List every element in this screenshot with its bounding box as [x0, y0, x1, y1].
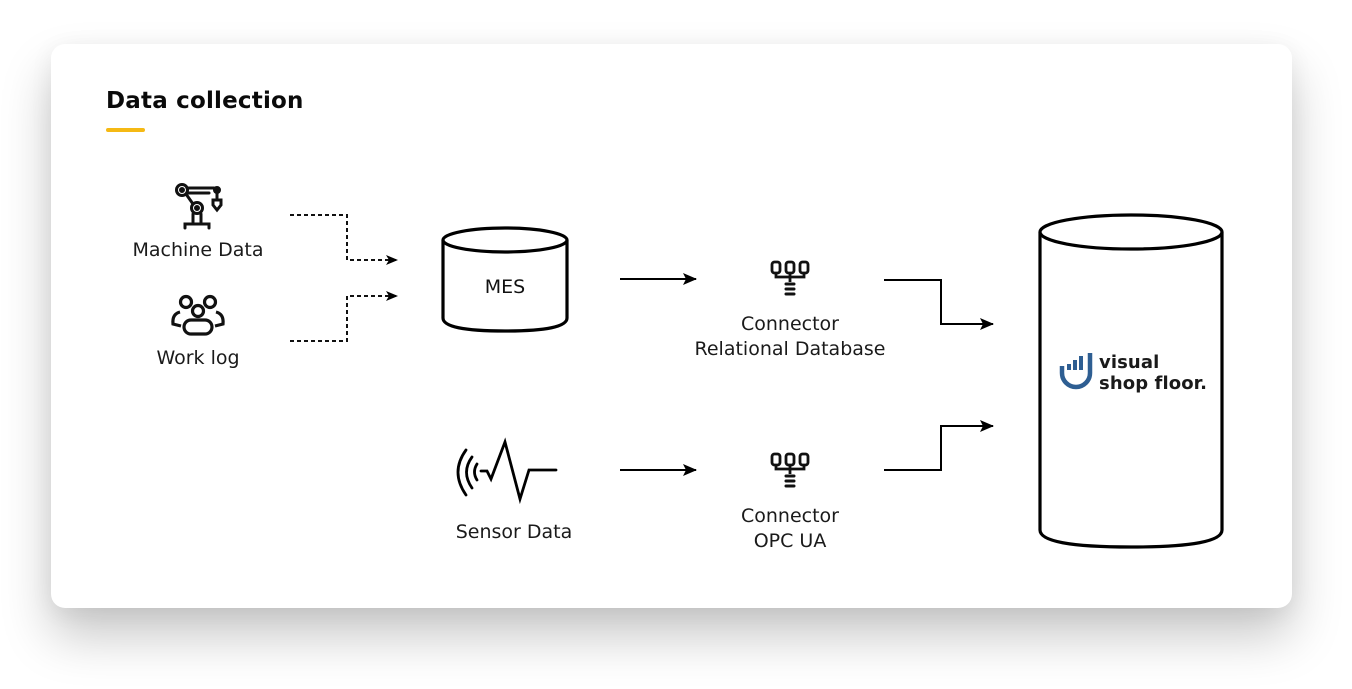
title-accent-underline [106, 128, 145, 132]
edge-machine-data-to-mes [290, 214, 398, 265]
edge-connector-rdb-to-vsf [884, 279, 994, 330]
connector-opc-label-line1: Connector [741, 505, 839, 527]
sensor-data-label: Sensor Data [455, 521, 573, 543]
robot-arm-icon [175, 183, 223, 230]
sensor-wave-icon [456, 437, 558, 505]
connector-rdb-label-line1: Connector [741, 313, 839, 335]
visual-shop-floor-logo-icon [1059, 353, 1093, 390]
connector-rdb-label-line2: Relational Database [694, 338, 886, 360]
logo-text-line2: shop floor. [1099, 373, 1208, 394]
logo-text-line1: visual [1099, 352, 1160, 373]
connector-opc-label-line2: OPC UA [753, 530, 827, 552]
edge-connector-opc-to-vsf [884, 420, 994, 471]
diagram-title: Data collection [106, 88, 304, 114]
machine-data-label: Machine Data [132, 239, 264, 261]
visual-shop-floor-database-shape [1038, 213, 1224, 549]
work-log-label: Work log [156, 347, 240, 369]
mes-database-shape [441, 226, 569, 333]
connector-hub-icon [770, 452, 810, 488]
mes-label: MES [484, 276, 526, 298]
visual-shop-floor-logo-text: visual shop floor. [1099, 352, 1207, 394]
connector-hub-icon [770, 260, 810, 296]
edge-work-log-to-mes [290, 291, 398, 342]
people-group-icon [171, 294, 225, 336]
